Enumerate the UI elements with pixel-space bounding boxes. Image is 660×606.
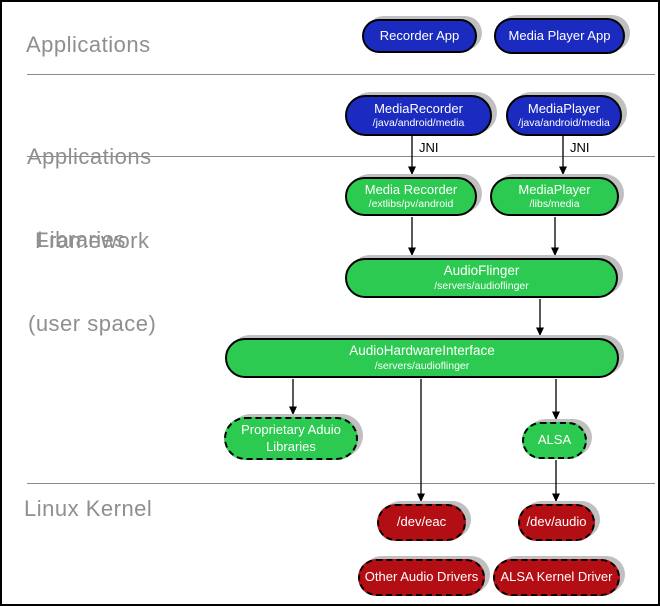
section-label-linux-kernel: Linux Kernel xyxy=(24,496,153,521)
node-mediaplayer-framework-label: MediaPlayer xyxy=(527,100,601,116)
node-recorder-app: Recorder App xyxy=(362,19,477,53)
node-audioflinger-label: AudioFlinger xyxy=(443,263,520,278)
node-mediaplayer-lib-path: /libs/media xyxy=(529,198,580,211)
node-mediarecorder-framework-path: /java/android/media xyxy=(372,117,465,130)
node-mediaplayer-framework: MediaPlayer /java/android/media xyxy=(506,95,622,136)
node-audioflinger: AudioFlinger /servers/audioflinger xyxy=(345,258,618,298)
node-dev-eac: /dev/eac xyxy=(377,504,466,541)
divider-framework-libraries xyxy=(27,156,655,157)
node-audioflinger-path: /servers/audioflinger xyxy=(434,279,529,292)
node-media-player-app: Media Player App xyxy=(494,18,625,54)
node-alsa-label: ALSA xyxy=(537,432,572,448)
node-mediarecorder-framework-label: MediaRecorder xyxy=(374,100,463,116)
node-proprietary-audio-libraries: Proprietary Aduio Libraries xyxy=(224,417,358,460)
node-dev-audio-label: /dev/audio xyxy=(526,514,587,530)
divider-libraries-kernel xyxy=(27,483,655,484)
node-audio-hardware-interface: AudioHardwareInterface /servers/audiofli… xyxy=(225,338,619,378)
node-alsa-kernel-driver: ALSA Kernel Driver xyxy=(493,559,620,596)
divider-applications-framework xyxy=(27,74,655,75)
jni-label-right: JNI xyxy=(570,140,590,155)
node-other-audio-drivers: Other Audio Drivers xyxy=(358,559,485,596)
node-other-audio-drivers-label: Other Audio Drivers xyxy=(364,569,479,585)
section-label-applications: Applications xyxy=(26,32,151,57)
node-media-recorder-lib-label: Media Recorder xyxy=(364,181,458,197)
node-audio-hardware-interface-path: /servers/audioflinger xyxy=(374,359,470,372)
section-label-applications-framework: Applications Framework xyxy=(27,87,152,311)
section-label-libraries: Libraries (user space) xyxy=(28,170,156,394)
node-mediaplayer-framework-path: /java/android/media xyxy=(518,117,610,130)
node-alsa: ALSA xyxy=(522,422,587,459)
jni-label-left: JNI xyxy=(419,140,439,155)
section-label-framework-line1: Applications xyxy=(27,144,152,169)
node-alsa-kernel-driver-label: ALSA Kernel Driver xyxy=(500,569,613,585)
section-label-libraries-line1: Libraries xyxy=(37,227,126,252)
section-label-libraries-line2: (user space) xyxy=(28,311,157,336)
node-proprietary-audio-libraries-label: Proprietary Aduio Libraries xyxy=(241,422,341,454)
node-media-recorder-lib: Media Recorder /extlibs/pv/android xyxy=(345,177,477,216)
node-dev-eac-label: /dev/eac xyxy=(396,514,447,530)
node-mediaplayer-lib-label: MediaPlayer xyxy=(518,181,591,197)
node-media-recorder-lib-path: /extlibs/pv/android xyxy=(368,198,454,211)
section-label-framework-line2: Framework xyxy=(35,228,150,253)
node-recorder-app-label: Recorder App xyxy=(379,27,460,43)
node-dev-audio: /dev/audio xyxy=(518,504,595,541)
node-audio-hardware-interface-label: AudioHardwareInterface xyxy=(349,343,495,358)
node-media-player-app-label: Media Player App xyxy=(508,27,611,43)
node-mediarecorder-framework: MediaRecorder /java/android/media xyxy=(345,95,492,136)
node-mediaplayer-lib: MediaPlayer /libs/media xyxy=(490,177,619,216)
